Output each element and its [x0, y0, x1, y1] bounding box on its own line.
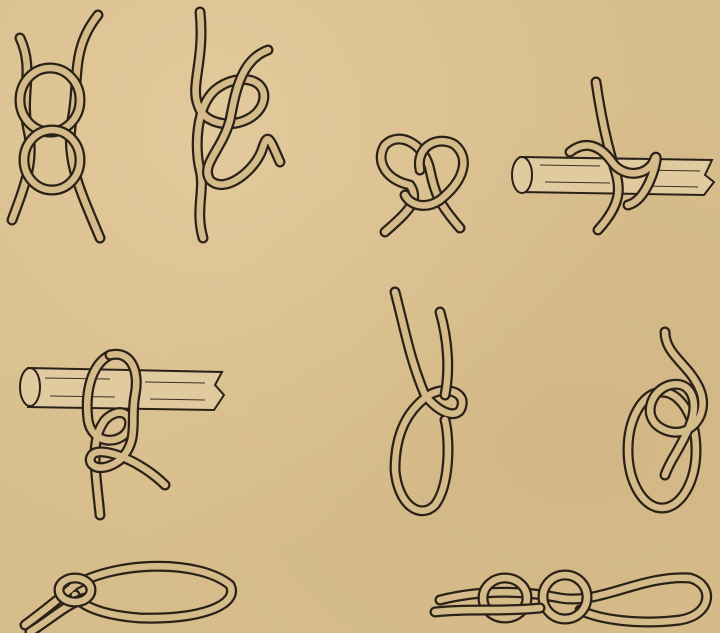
- knot-hitch-on-pole-left: [20, 354, 224, 515]
- knot-bowline-loop: [395, 292, 462, 511]
- knot-sheet-bend-loop-bottom-right: [435, 575, 707, 622]
- knot-figure-eight-open: [196, 12, 280, 238]
- knot-figure-eight-interlocked: [12, 15, 100, 238]
- knot-running-loop-bottom-left: [25, 566, 232, 632]
- knot-hitch-on-pole-right: [512, 82, 714, 230]
- knot-figure-eight-loop: [628, 332, 703, 508]
- knot-overhand-loop: [381, 139, 463, 232]
